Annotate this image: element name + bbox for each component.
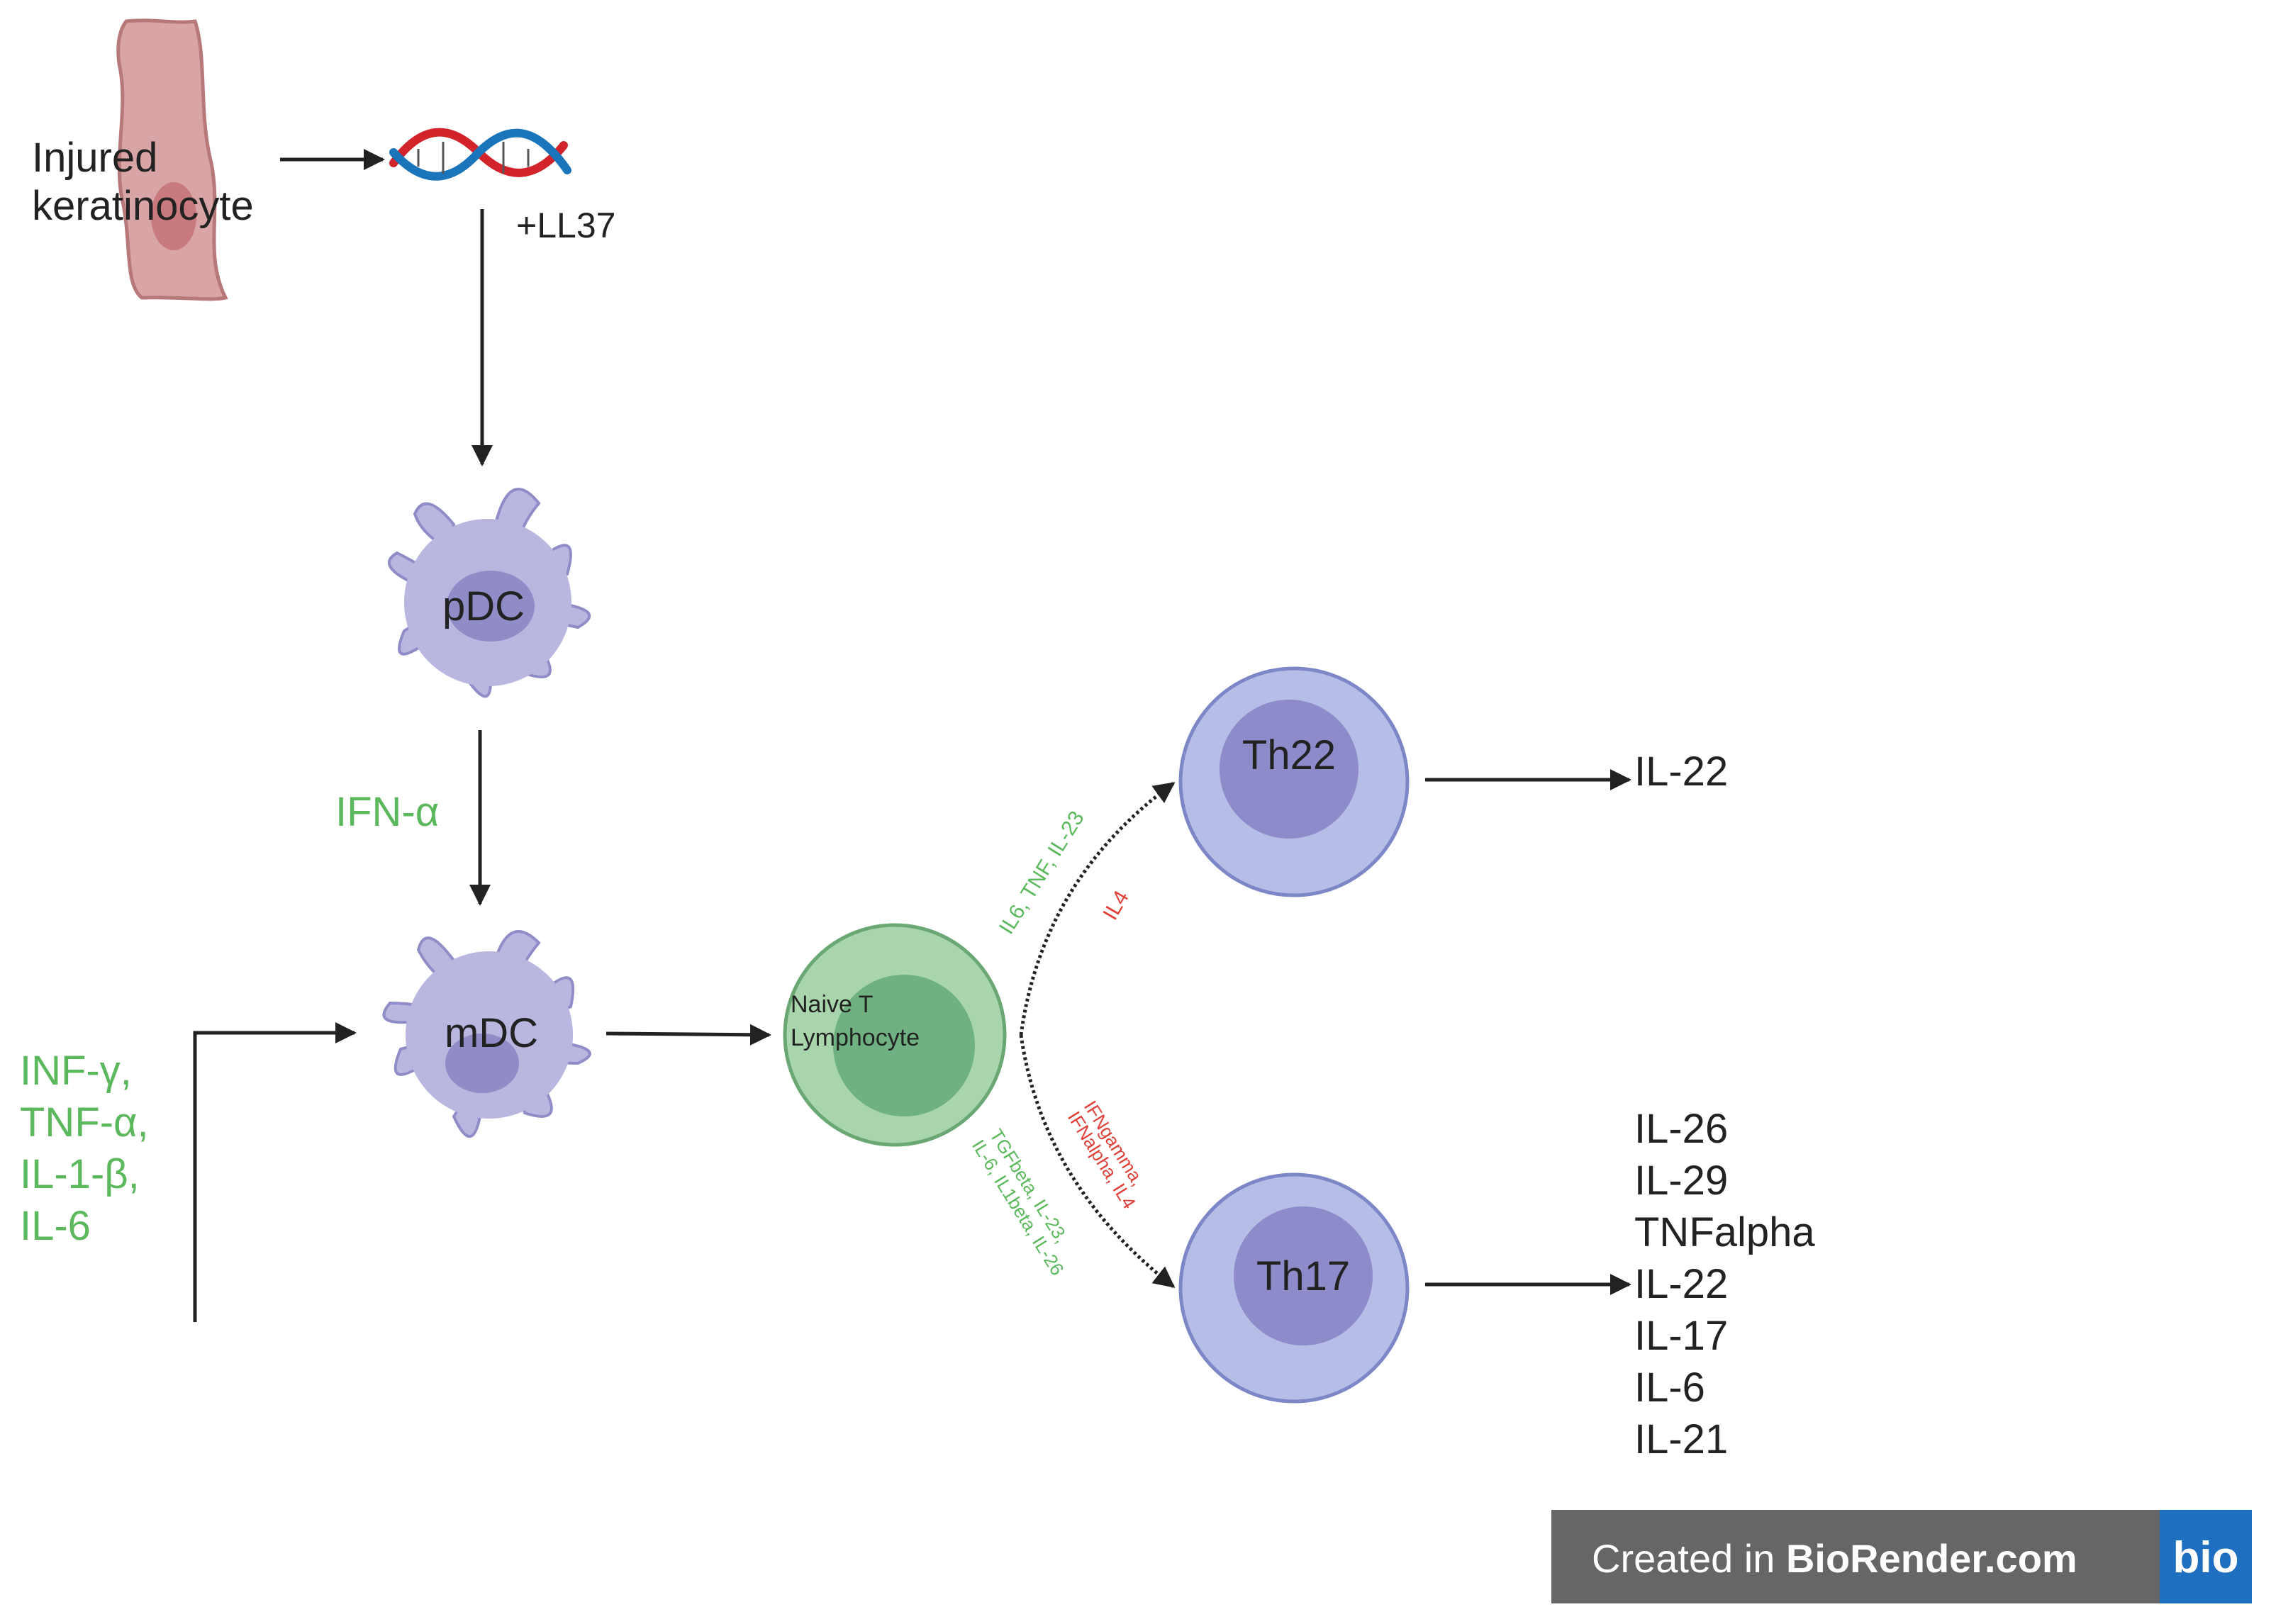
naive-t-lymphocyte: Naive T Lymphocyte <box>783 923 1007 1147</box>
biorender-watermark[interactable]: Created in BioRender.com bio <box>1551 1510 2252 1603</box>
watermark-logo-background <box>2160 1510 2252 1603</box>
th17-output: IL-22 <box>1634 1261 1728 1307</box>
th17-output: IL-17 <box>1634 1313 1728 1359</box>
arrow-naive-to-th17 <box>1019 1034 1176 1288</box>
keratinocyte-cell-shape <box>116 18 228 301</box>
th22-nucleus <box>1220 700 1358 839</box>
mdc-label: mDC <box>445 1010 538 1056</box>
stimulus-label: INF-γ, <box>20 1048 132 1094</box>
pdc-cell: pDC <box>388 488 591 698</box>
stimulus-label: IL-6 <box>20 1203 91 1249</box>
th22-promoting-cytokines: IL6, TNF, IL-23 <box>995 807 1089 938</box>
keratinocyte-label-line2: keratinocyte <box>32 183 254 229</box>
arrow-mdc-to-naive <box>606 1024 771 1046</box>
pdc-label: pDC <box>442 583 525 629</box>
th17-output: IL-6 <box>1634 1365 1705 1411</box>
dna-icon <box>389 128 571 181</box>
th17-output: IL-29 <box>1634 1158 1728 1204</box>
th17-outputs: IL-26 IL-29 TNFalpha IL-22 IL-17 IL-6 IL… <box>1634 1106 1815 1462</box>
th17-cell: Th17 <box>1178 1172 1410 1404</box>
keratinocyte-label-line1: Injured <box>32 135 157 181</box>
dna-strand-blue <box>389 128 571 181</box>
ifn-alpha-label: IFN-α <box>335 789 439 835</box>
naive-t-label-line1: Naive T <box>791 991 874 1018</box>
th22-inhibiting-cytokines: IL4 <box>1098 887 1133 924</box>
arrow-stimuli-to-mdc <box>193 1022 357 1322</box>
th17-nucleus <box>1234 1206 1373 1345</box>
naive-t-nucleus <box>833 975 975 1116</box>
pdc-nucleus <box>447 571 535 642</box>
naive-t-label-line2: Lymphocyte <box>791 1024 920 1051</box>
mdc-nucleus <box>445 1034 519 1093</box>
stimulus-label: TNF-α, <box>20 1099 149 1146</box>
injured-keratinocyte: Injured keratinocyte <box>32 18 254 301</box>
arrow-naive-to-th22 <box>1019 781 1176 1036</box>
keratinocyte-nucleus <box>151 182 196 250</box>
th22-output: IL-22 <box>1634 749 1728 795</box>
th17-output: IL-21 <box>1634 1416 1728 1462</box>
th17-output: IL-26 <box>1634 1106 1728 1152</box>
watermark-background <box>1551 1510 2252 1603</box>
th22-label: Th22 <box>1242 732 1336 778</box>
stimulus-label: IL-1-β, <box>20 1151 140 1197</box>
mdc-cell: mDC <box>382 930 591 1138</box>
ll37-label: +LL37 <box>516 206 615 245</box>
stimuli-list: INF-γ, TNF-α, IL-1-β, IL-6 <box>20 1048 149 1249</box>
biorender-logo-icon: bio <box>2173 1533 2239 1582</box>
th22-cell: Th22 <box>1178 666 1410 897</box>
th17-output: TNFalpha <box>1634 1209 1815 1255</box>
watermark-prefix: Created in <box>1592 1536 1786 1581</box>
th17-label: Th17 <box>1256 1253 1350 1299</box>
watermark-text: Created in BioRender.com <box>1592 1536 2077 1581</box>
watermark-brand: BioRender.com <box>1786 1536 2077 1581</box>
